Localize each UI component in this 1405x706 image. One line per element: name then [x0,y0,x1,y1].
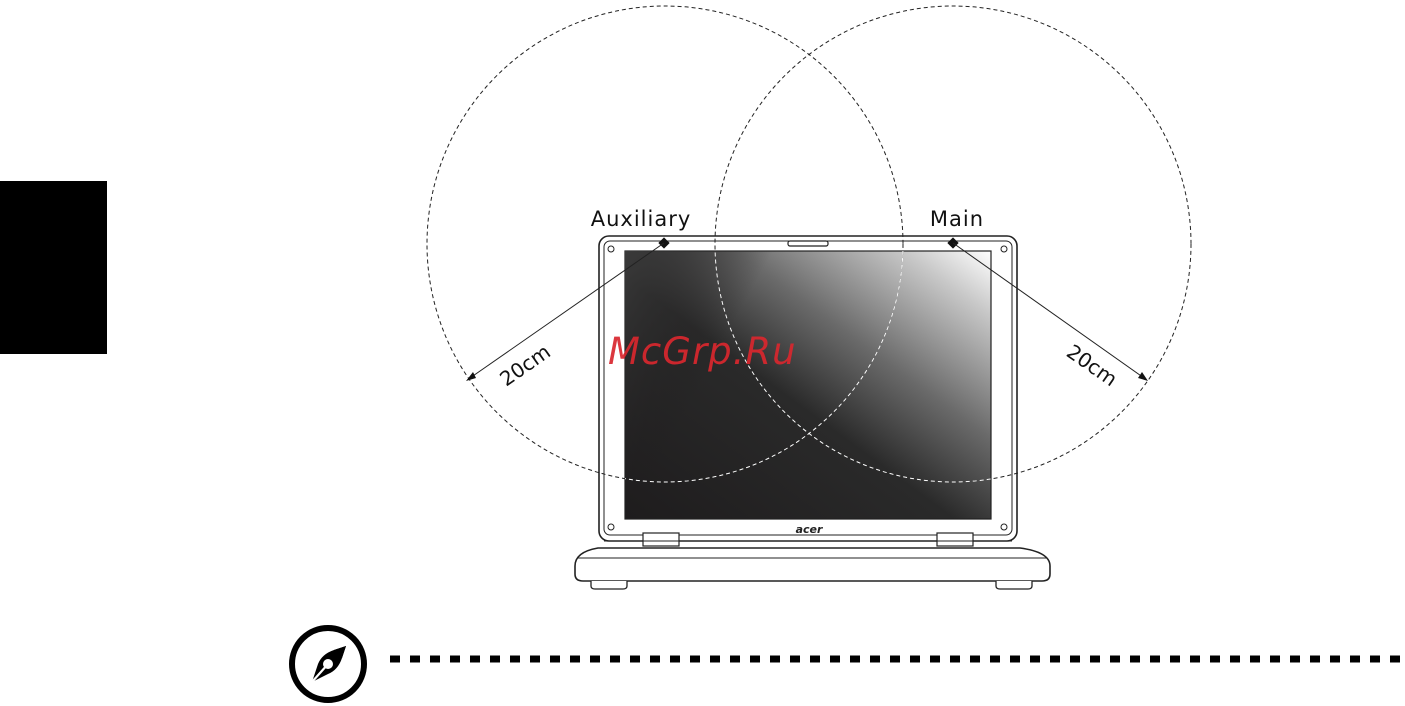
hinge-left [643,533,679,546]
laptop: acer [575,236,1050,589]
note-separator [390,655,1400,663]
auxiliary-label: Auxiliary [591,207,692,231]
right-distance-label: 20cm [1062,339,1122,391]
note-pen-icon [288,624,368,704]
laptop-logo: acer [796,523,823,536]
webcam-bar [788,241,828,246]
laptop-foot-left [591,581,627,589]
laptop-base [575,548,1050,581]
laptop-foot-right [996,581,1032,589]
hinge-right [937,533,973,546]
watermark: McGrp.Ru [608,330,797,373]
left-distance-label: 20cm [495,339,555,391]
main-label: Main [930,207,984,231]
